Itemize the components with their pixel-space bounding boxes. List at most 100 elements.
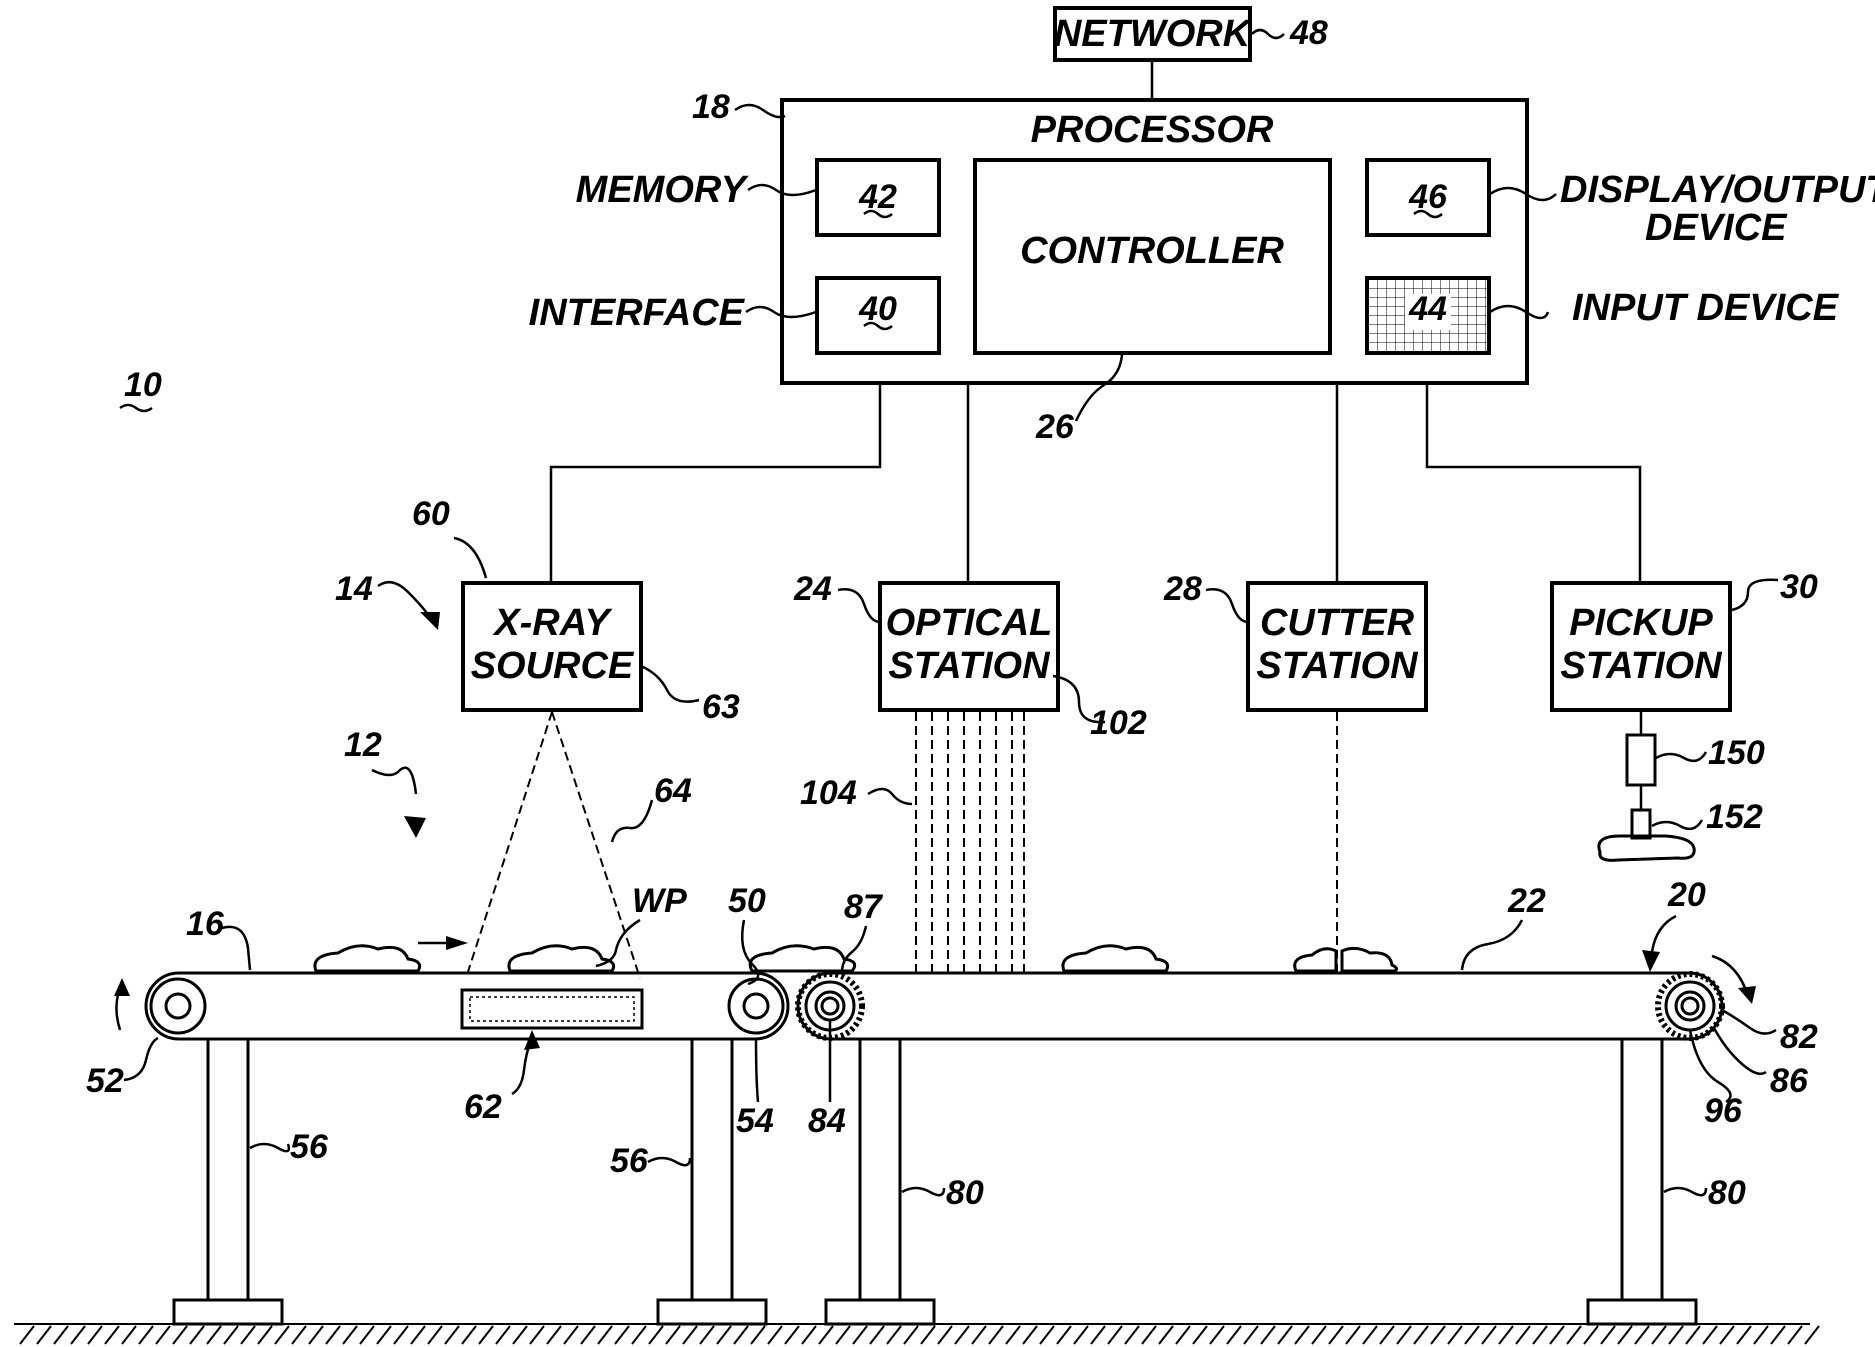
ground-hatch [224,1326,238,1344]
ref-104: 104 [800,774,857,812]
ground-hatch [1108,1326,1122,1344]
ground-hatch [615,1326,629,1344]
ground-hatch [1278,1326,1292,1344]
ground-hatch [853,1326,867,1344]
xray-label-line1: X-RAY [492,602,613,644]
ref-48-leader [1252,30,1284,38]
ref-80b: 80 [1708,1174,1746,1212]
pickup-gripper [1599,836,1694,860]
ground-hatch [1023,1326,1037,1344]
ground-hatch [700,1326,714,1344]
ground-hatch [1533,1326,1547,1344]
ref-52: 52 [86,1062,124,1100]
ground-hatch [1142,1326,1156,1344]
ref-20-leader [1652,916,1676,952]
ground-hatch [547,1326,561,1344]
ref-56b-leader [648,1158,690,1165]
ref-80b-leader [1664,1188,1706,1195]
ground-hatch [173,1326,187,1344]
first-conveyor-leg-right [692,1039,732,1300]
ground-hatch [462,1326,476,1344]
ground-hatch [1363,1326,1377,1344]
ref-80a: 80 [946,1174,984,1212]
ground-hatch [938,1326,952,1344]
ground-hatch [156,1326,170,1344]
pickup-label-line1: PICKUP [1569,602,1713,644]
ref-16-leader [222,927,250,970]
ground-hatch [564,1326,578,1344]
ref-26: 26 [1035,408,1075,446]
network-block: NETWORK [1054,8,1253,60]
ref-28: 28 [1163,570,1202,608]
workpiece [1063,946,1168,971]
ref-86-leader [1714,1028,1766,1074]
ref-28-leader [1206,589,1248,622]
ref-14: 14 [335,570,373,608]
ground-hatch [1788,1326,1802,1344]
pickup-label-line2: STATION [1560,645,1723,687]
ground-hatch [530,1326,544,1344]
ref-52-leader [124,1038,158,1080]
ref-12-arrowhead [404,816,426,838]
ground-hatch [1771,1326,1785,1344]
ground-hatch [1176,1326,1190,1344]
ground-hatch [717,1326,731,1344]
ground-hatch [1414,1326,1428,1344]
ref-64-leader [612,800,652,842]
ground-hatch [1074,1326,1088,1344]
ground-hatch [445,1326,459,1344]
ground-hatch [1006,1326,1020,1344]
second-conveyor-leg-right [1622,1039,1662,1300]
optical-label-line1: OPTICAL [886,602,1053,644]
ground-hatch [785,1326,799,1344]
ground-hatch [1448,1326,1462,1344]
ref-152: 152 [1706,798,1763,836]
network-label: NETWORK [1054,13,1253,55]
ground-hatch [496,1326,510,1344]
memory-label: MEMORY [576,169,750,211]
ground-hatch [71,1326,85,1344]
second-conveyor [798,973,1722,1324]
optical-station-block: OPTICAL STATION [880,583,1058,710]
ref-40: 40 [858,290,897,328]
ground-hatch [1091,1326,1105,1344]
cutter-label-line2: STATION [1256,645,1419,687]
ref-152-leader [1652,820,1702,829]
workpiece [315,946,420,971]
ground-hatch [1618,1326,1632,1344]
ground-hatch [1261,1326,1275,1344]
ground-hatch [972,1326,986,1344]
ground-hatch [955,1326,969,1344]
xray-label-line2: SOURCE [471,645,635,687]
ref-24: 24 [793,570,832,608]
ref-150: 150 [1708,734,1765,772]
ground-hatch [1499,1326,1513,1344]
display-label-line1: DISPLAY/OUTPUT [1560,169,1875,211]
controller-label: CONTROLLER [1020,230,1284,272]
ground-hatch [1227,1326,1241,1344]
ground-hatch [411,1326,425,1344]
ref-10-underline [120,405,152,411]
ground-hatch [1380,1326,1394,1344]
ground-hatch [343,1326,357,1344]
ground-hatch [1720,1326,1734,1344]
ground-hatch [836,1326,850,1344]
ground-hatch [632,1326,646,1344]
input-device-label: INPUT DEVICE [1572,287,1840,329]
ground-hatch [394,1326,408,1344]
second-conveyor-right-sprocket [1658,974,1722,1038]
ground-hatch [1312,1326,1326,1344]
ref-22: 22 [1507,882,1546,920]
ground-hatch [105,1326,119,1344]
ground-hatch [360,1326,374,1344]
ground-hatch [207,1326,221,1344]
workpiece-label: WP [632,882,687,920]
cutter-station-block: CUTTER STATION [1248,583,1426,710]
ref-16: 16 [186,905,225,943]
ground-hatch [1210,1326,1224,1344]
ground-hatch [258,1326,272,1344]
xray-detector [462,990,642,1028]
ground-hatch [1737,1326,1751,1344]
first-conveyor [146,973,788,1324]
ground-hatch [1244,1326,1258,1344]
